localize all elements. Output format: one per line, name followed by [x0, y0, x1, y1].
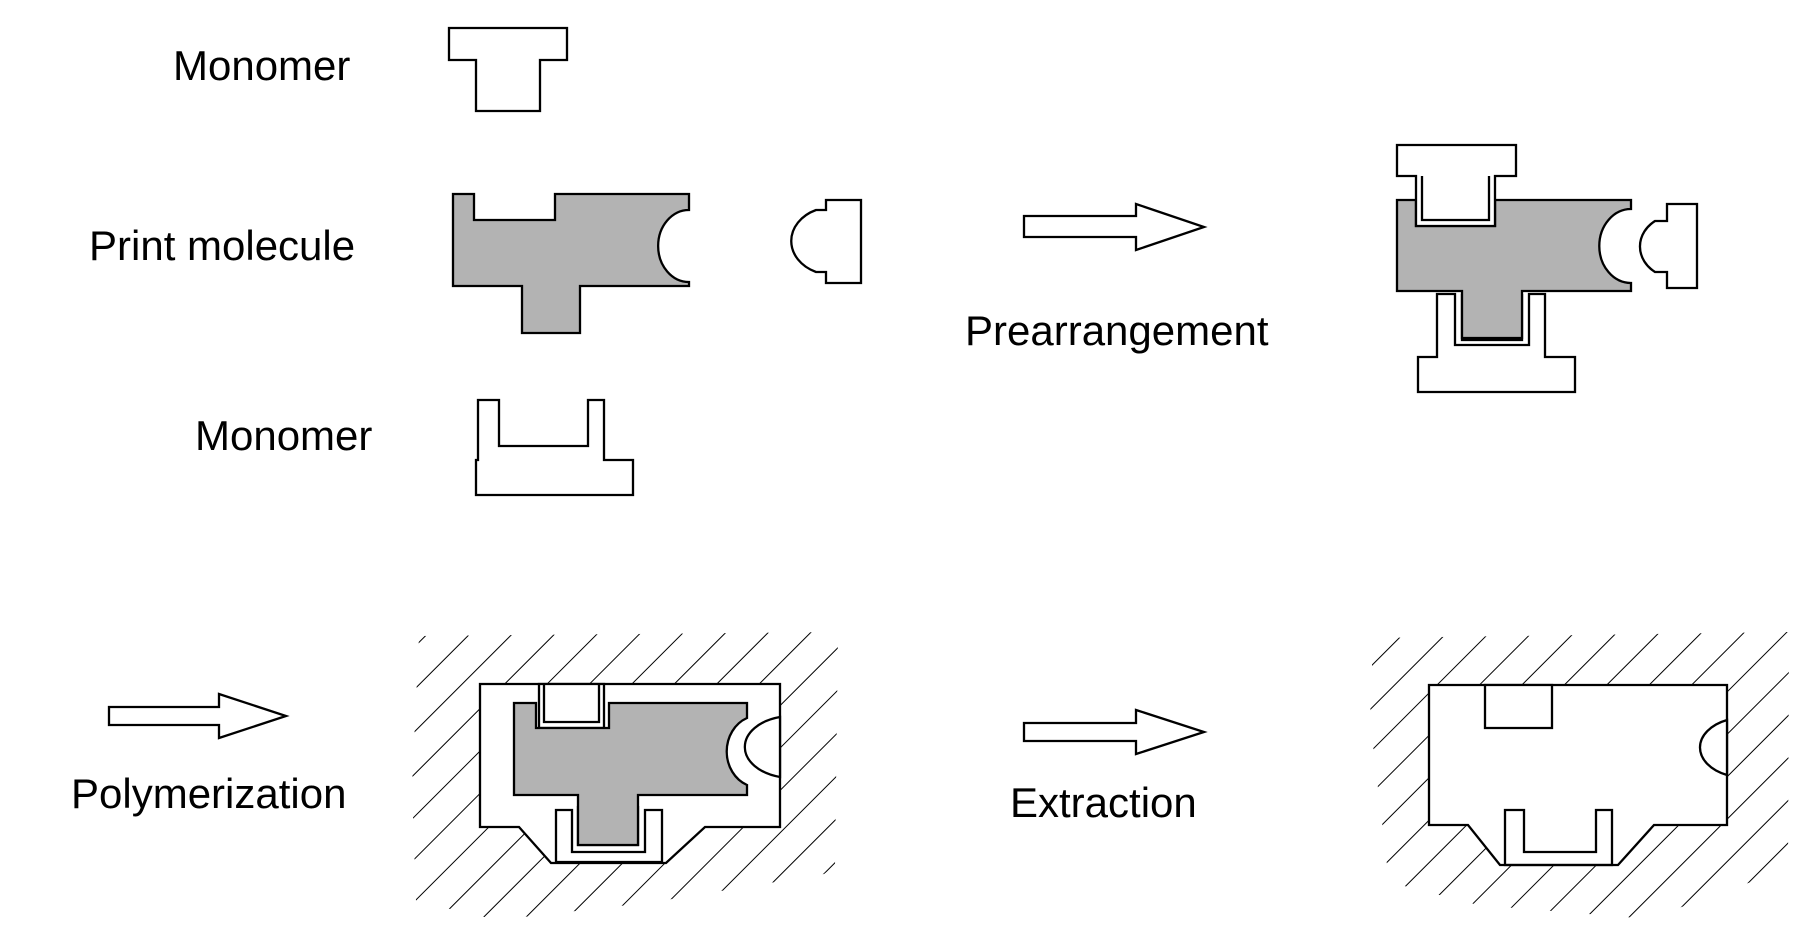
label-extraction: Extraction: [1010, 779, 1197, 826]
label-polymerization: Polymerization: [71, 770, 346, 817]
arrow-prearrangement-icon: [1022, 202, 1208, 252]
monomer-semicircle-tab: [790, 198, 863, 285]
arrow-polymerization-icon: [107, 692, 290, 740]
polymer-block-extracted: [1370, 632, 1789, 919]
monomer-t-shape: [447, 26, 569, 113]
polymer-block-filled: [412, 632, 838, 920]
label-monomer-top: Monomer: [173, 42, 350, 89]
label-monomer-bottom: Monomer: [195, 412, 372, 459]
monomer-u-shape: [474, 398, 635, 497]
prearranged-complex: [1395, 143, 1699, 394]
print-molecule-shape: [451, 192, 691, 335]
label-prearrangement: Prearrangement: [965, 307, 1269, 354]
arrow-extraction-icon: [1022, 708, 1208, 756]
label-print-molecule: Print molecule: [89, 222, 355, 269]
